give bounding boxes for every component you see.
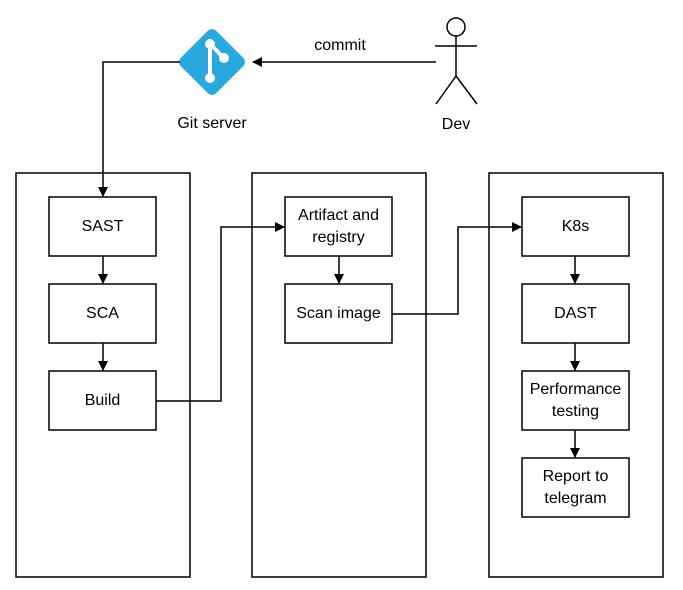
dev-actor-icon [435,17,478,105]
dev-label: Dev [441,116,471,133]
sast-box [48,196,157,257]
commit-label: commit [314,37,366,54]
git-server-label: Git server [177,115,247,132]
git-to-sast-arrow [98,61,180,197]
build-box [48,370,157,431]
perf-box [521,370,630,431]
build-label: Build [84,391,121,409]
perf-label: Performance testing [529,380,622,420]
build-to-artifact-arrow [156,222,285,402]
git-icon [179,29,245,95]
sast-label: SAST [81,217,124,235]
scan-box [284,283,393,344]
scan-to-k8s-arrow [392,222,522,315]
scan-label: Scan image [296,304,381,322]
artifact-label: Artifact and registry [298,206,379,246]
report-box [521,457,630,518]
dast-label: DAST [554,304,597,322]
sca-label: SCA [86,304,119,322]
dast-box [521,283,630,344]
k8s-label: K8s [561,217,590,235]
report-label: Report to telegram [542,467,609,507]
